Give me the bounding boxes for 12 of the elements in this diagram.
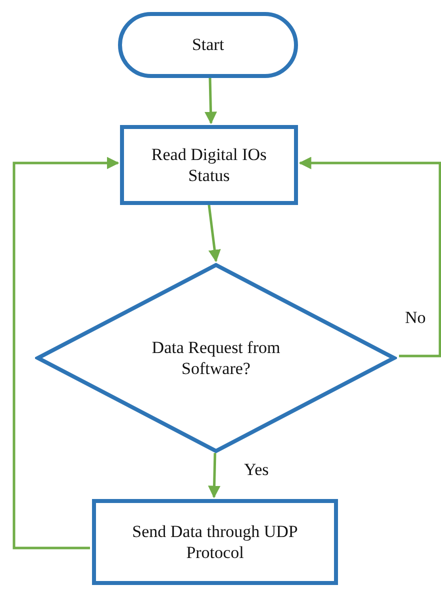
node-text: Data Request from Software? — [151, 336, 281, 380]
node-text: Read Digital IOs Status — [150, 144, 268, 186]
arrow — [298, 156, 441, 358]
arrow — [204, 78, 217, 124]
node-text: Start — [192, 34, 224, 56]
decision-diamond — [35, 263, 397, 453]
process-box — [92, 499, 338, 585]
node-text: Send Data through UDP Protocol — [131, 520, 299, 564]
process-box — [120, 125, 298, 205]
arrow — [208, 452, 220, 498]
arrow — [12, 156, 120, 550]
arrow — [208, 204, 221, 262]
